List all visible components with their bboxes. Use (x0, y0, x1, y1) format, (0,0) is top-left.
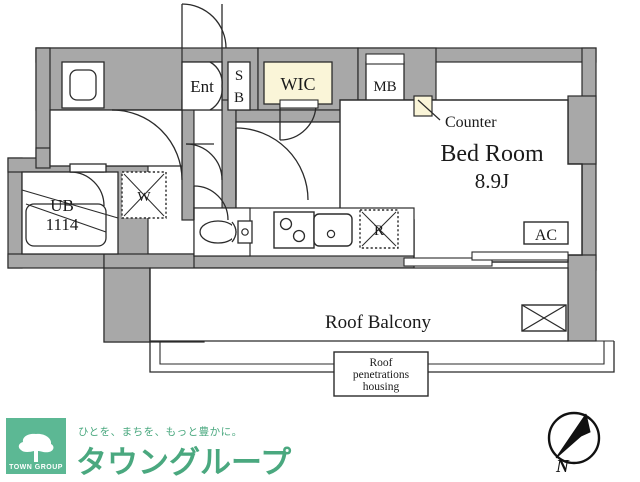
room-washroom (49, 109, 183, 167)
wall-balcony-left-stub (103, 267, 151, 343)
wic-door-jamb (279, 99, 319, 109)
toilet-flush-icon (241, 228, 249, 236)
washroom-door-arc (111, 109, 183, 181)
plan-labels: Ent S B WIC MB Counter Bed Room 8.9J AC … (46, 68, 557, 393)
compass-rose: N (547, 411, 601, 476)
cabinet-mb-top (365, 53, 405, 65)
balcony-railing-inner-right (428, 341, 605, 365)
cabinet-mb (365, 61, 405, 107)
wc-door-arc (185, 143, 223, 181)
sink-drain-icon (326, 229, 336, 239)
label-shoe-box-b: B (234, 90, 244, 106)
cabinet-shoe-box (227, 61, 251, 111)
bathtub-diagonal-b (21, 189, 119, 219)
fridge-x-b (361, 211, 397, 247)
bathtub (25, 203, 107, 247)
logo-tagline: ひとを、まちを、もっと豊かに。 (78, 426, 243, 438)
label-unit-bath: UB (50, 196, 74, 215)
label-bedroom-size: 8.9J (475, 169, 509, 193)
wic-door-arc (279, 103, 317, 141)
label-wic: WIC (281, 74, 316, 94)
room-corridor (193, 109, 223, 221)
kitchen-sink (313, 213, 353, 247)
label-counter: Counter (445, 114, 497, 131)
label-ac: AC (535, 227, 557, 244)
washer-x-b (123, 173, 165, 217)
compass-circle (547, 411, 601, 465)
wall-left-upper (35, 47, 51, 159)
label-refrigerator: R (374, 223, 384, 239)
compass-needle-tip (580, 413, 591, 437)
counter-block (413, 95, 433, 117)
sliding-door-panel-1 (403, 257, 493, 267)
wall-right-notch (567, 95, 597, 165)
label-mb: MB (373, 79, 396, 95)
label-washer: W (137, 190, 151, 205)
ent-inner-arc-top (209, 61, 223, 87)
fixtures (21, 61, 615, 397)
town-group-logo: TOWN GROUP (6, 418, 66, 474)
label-roof-housing-1: Roof (370, 357, 393, 369)
outdoor-unit-x-b (521, 304, 567, 332)
label-entrance: Ent (190, 77, 214, 96)
label-roof-balcony: Roof Balcony (325, 312, 432, 333)
wall-right-lower (567, 254, 597, 342)
room-wic (263, 61, 333, 105)
label-roof-housing-3: housing (363, 381, 400, 393)
cooktop (273, 211, 315, 249)
lobby-door-arc (235, 127, 309, 201)
closet-inner-shape (69, 69, 97, 101)
toilet-bowl (199, 220, 237, 244)
sliding-door-panel-2 (471, 251, 569, 261)
balcony-railing-left (149, 341, 334, 373)
compass-north-label: N (555, 456, 570, 476)
bathtub-diagonal-a (25, 203, 107, 233)
ub-door-jamb (69, 163, 107, 173)
room-entrance (181, 61, 223, 111)
wall-corridor-left (181, 99, 195, 221)
wall-left-joint (35, 147, 51, 169)
tree-icon (18, 433, 54, 462)
burner-icon-2 (292, 229, 306, 243)
burner-icon-1 (279, 217, 293, 231)
logo-brand-name: タウングループ (76, 445, 292, 480)
label-bedroom-name: Bed Room (440, 141, 544, 167)
label-roof-housing-2: penetrations (353, 369, 410, 381)
counter-leader-line (417, 99, 441, 121)
ent-inner-arc-bottom (209, 85, 223, 111)
balcony-railing-inner-left (159, 341, 334, 365)
wall-corridor-right (221, 99, 237, 221)
corridor-door-arc (193, 185, 229, 221)
label-shoe-box-s: S (235, 68, 243, 84)
wall-top-left-block (35, 47, 183, 111)
roof-penetrations-housing-box (333, 351, 429, 397)
label-unit-bath-size: 1114 (46, 215, 79, 234)
entry-door-arc (181, 3, 227, 49)
balcony-railing-right (428, 341, 615, 373)
toilet-seat-back (231, 221, 237, 243)
logo-wordmark: TOWN GROUP (9, 464, 63, 471)
ac-box (523, 221, 569, 245)
doors (69, 3, 319, 221)
wall-left-bath (7, 157, 23, 269)
